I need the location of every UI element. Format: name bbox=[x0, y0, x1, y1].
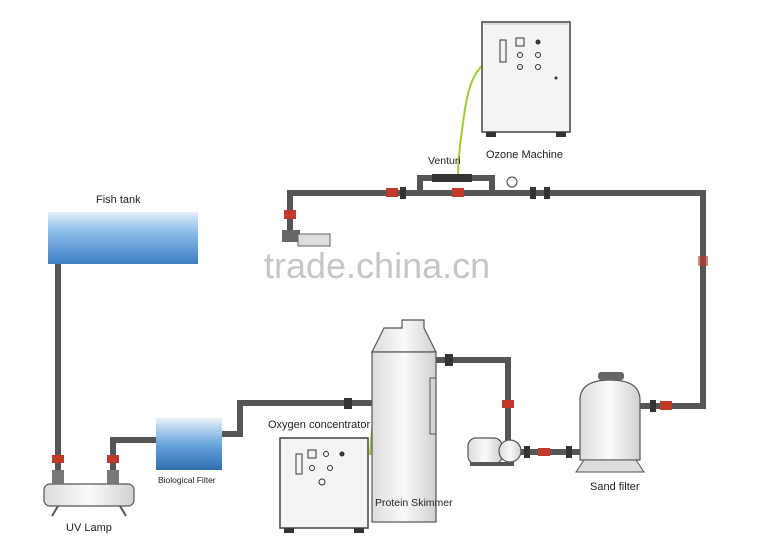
pipe-uv-to-bio bbox=[110, 437, 161, 473]
pipe-bio-to-skimmer bbox=[219, 400, 375, 437]
oxygen-knob bbox=[309, 465, 315, 471]
uv-port bbox=[52, 470, 64, 484]
union-fitting bbox=[524, 446, 530, 458]
valve bbox=[660, 401, 672, 410]
label-sand-filter: Sand filter bbox=[590, 481, 640, 493]
uv-port bbox=[107, 470, 119, 484]
oxygen-knob bbox=[318, 478, 326, 486]
label-uv-lamp: UV Lamp bbox=[66, 522, 112, 534]
pipe-top-line bbox=[287, 190, 551, 235]
watermark: trade.china.cn bbox=[264, 245, 490, 286]
label-ozone-machine: Ozone Machine bbox=[486, 149, 563, 161]
oxygen-knob bbox=[323, 451, 329, 457]
label-fish-tank: Fish tank bbox=[96, 194, 141, 206]
union-fitting bbox=[530, 187, 536, 199]
ozone-lock bbox=[554, 76, 558, 80]
valve bbox=[52, 455, 64, 463]
biological-filter-tank bbox=[156, 418, 222, 470]
ozone-foot bbox=[556, 132, 566, 137]
gauge-icon bbox=[506, 176, 518, 188]
uv-lamp bbox=[43, 470, 135, 517]
uv-lamp-body bbox=[43, 483, 135, 507]
pump-head bbox=[498, 439, 522, 463]
valve bbox=[452, 188, 464, 197]
union-fitting bbox=[400, 187, 406, 199]
oxygen-concentrator bbox=[279, 437, 369, 533]
ozone-knob bbox=[535, 52, 541, 58]
valve bbox=[502, 400, 514, 408]
ozone-display bbox=[515, 37, 525, 47]
ozone-meter bbox=[499, 39, 507, 63]
oxygen-foot bbox=[284, 528, 294, 533]
skimmer-body bbox=[371, 351, 437, 523]
uv-leg bbox=[51, 505, 59, 517]
venturi-body bbox=[432, 174, 472, 182]
valve bbox=[386, 188, 398, 197]
valve bbox=[284, 210, 296, 219]
tank-inlet-box bbox=[297, 233, 331, 247]
oxygen-foot bbox=[354, 528, 364, 533]
oxygen-meter bbox=[295, 453, 303, 475]
ozone-air-line bbox=[457, 61, 489, 179]
fish-tank bbox=[48, 212, 198, 264]
sand-filter bbox=[575, 372, 645, 473]
ozone-knob bbox=[517, 52, 523, 58]
label-biological-filter: Biological Filter bbox=[158, 475, 216, 485]
ozone-knob bbox=[535, 39, 541, 45]
pipe-skimmer-to-pump bbox=[433, 357, 511, 443]
valve bbox=[538, 448, 550, 456]
water-pump bbox=[467, 437, 522, 466]
tank-inlet-nozzle bbox=[282, 230, 300, 242]
label-protein-skimmer: Protein Skimmer bbox=[375, 497, 453, 509]
union-fitting bbox=[544, 187, 550, 199]
uv-leg bbox=[119, 505, 127, 517]
valve bbox=[698, 256, 708, 266]
union-fitting bbox=[344, 398, 352, 409]
pipe-sand-return bbox=[545, 190, 706, 409]
pump-motor bbox=[467, 437, 503, 465]
valve bbox=[107, 455, 119, 463]
protein-skimmer bbox=[371, 319, 437, 523]
label-oxygen-concentrator: Oxygen concentrator bbox=[268, 419, 370, 431]
union-fitting bbox=[650, 400, 656, 412]
ozone-foot bbox=[486, 132, 496, 137]
ozone-knob bbox=[517, 64, 523, 70]
ozone-machine bbox=[481, 21, 571, 137]
sand-filter-tank bbox=[579, 379, 641, 461]
oxygen-concentrator-cabinet bbox=[279, 437, 369, 529]
sand-filter-lid bbox=[598, 372, 624, 380]
oxygen-knob bbox=[339, 451, 345, 457]
skimmer-gauge bbox=[429, 377, 437, 435]
union-fitting bbox=[566, 446, 572, 458]
ozone-knob bbox=[535, 64, 541, 70]
skimmer-top bbox=[371, 319, 437, 353]
label-venturi: Venturi bbox=[428, 155, 461, 167]
sand-filter-base bbox=[575, 459, 645, 473]
oxygen-knob bbox=[327, 465, 333, 471]
union-fitting bbox=[445, 354, 453, 366]
pump-base bbox=[470, 462, 514, 466]
fish-tank-water bbox=[48, 212, 198, 264]
valves bbox=[52, 174, 708, 463]
oxygen-display bbox=[307, 449, 317, 459]
